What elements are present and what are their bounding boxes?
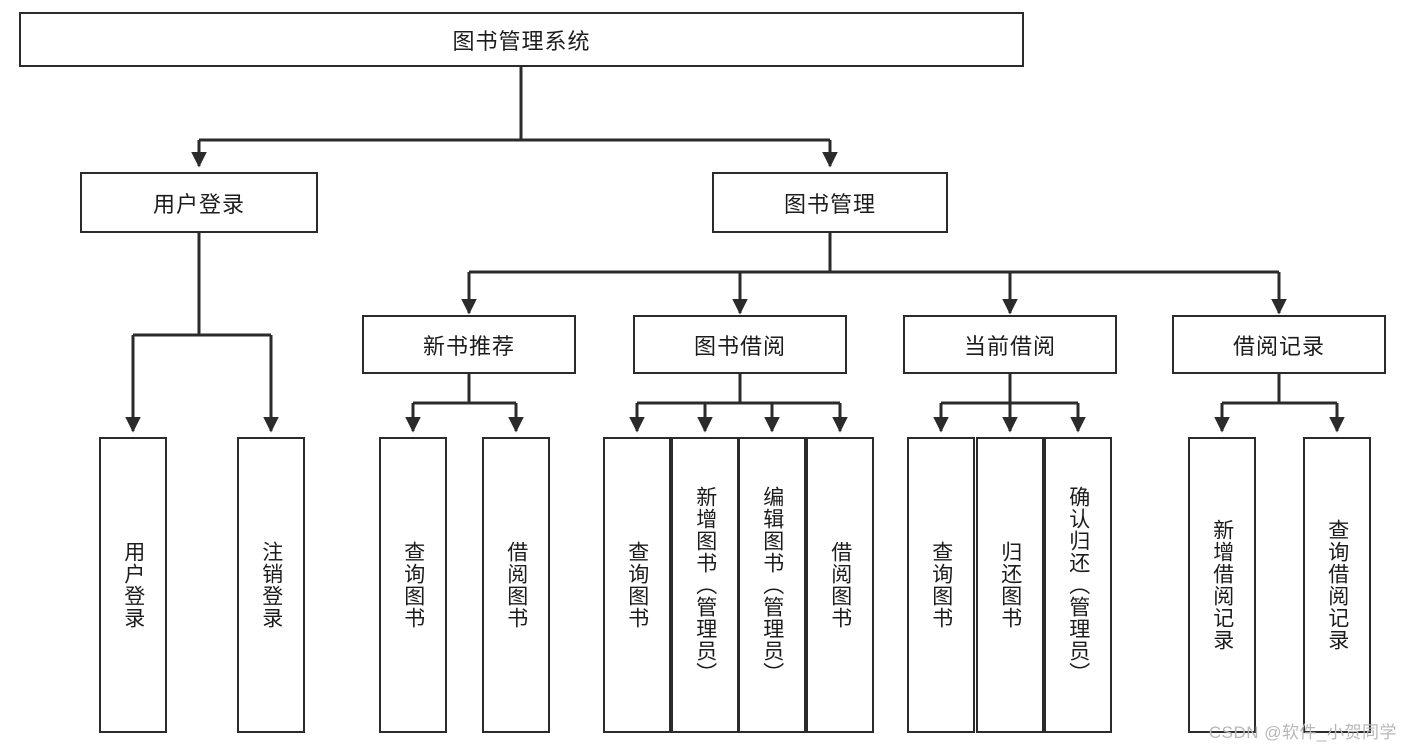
node-leaf-query-book-3-label: 查询图书 xyxy=(929,541,953,629)
node-leaf-query-book-1[interactable]: 查询图书 xyxy=(379,437,447,733)
node-new-book-recommend[interactable]: 新书推荐 xyxy=(362,315,576,374)
node-current-borrow-label: 当前借阅 xyxy=(963,333,1056,359)
node-leaf-confirm-return[interactable]: 确认归还（管理员） xyxy=(1044,437,1112,733)
node-borrow-record[interactable]: 借阅记录 xyxy=(1172,315,1386,374)
node-leaf-return-book[interactable]: 归还图书 xyxy=(976,437,1044,733)
node-leaf-borrow-book-2[interactable]: 借阅图书 xyxy=(806,437,874,733)
node-root[interactable]: 图书管理系统 xyxy=(19,12,1024,67)
node-leaf-edit-book[interactable]: 编辑图书（管理员） xyxy=(738,437,806,733)
node-leaf-user-logout[interactable]: 注销登录 xyxy=(237,437,305,733)
node-leaf-user-login[interactable]: 用户登录 xyxy=(99,437,167,733)
node-leaf-add-record[interactable]: 新增借阅记录 xyxy=(1188,437,1256,733)
node-leaf-query-record[interactable]: 查询借阅记录 xyxy=(1303,437,1371,733)
node-leaf-borrow-book-2-label: 借阅图书 xyxy=(828,541,852,629)
node-book-management-label: 图书管理 xyxy=(783,191,876,217)
node-book-management[interactable]: 图书管理 xyxy=(712,172,948,233)
node-leaf-query-book-1-label: 查询图书 xyxy=(401,541,425,629)
node-leaf-add-book-label: 新增图书（管理员） xyxy=(693,486,717,684)
node-leaf-query-record-label: 查询借阅记录 xyxy=(1325,519,1349,651)
node-leaf-query-book-2-label: 查询图书 xyxy=(625,541,649,629)
node-user-login[interactable]: 用户登录 xyxy=(80,172,318,233)
node-book-borrow-label: 图书借阅 xyxy=(693,333,786,359)
node-leaf-return-book-label: 归还图书 xyxy=(998,541,1022,629)
node-leaf-query-book-2[interactable]: 查询图书 xyxy=(603,437,671,733)
node-leaf-borrow-book-1[interactable]: 借阅图书 xyxy=(482,437,550,733)
node-leaf-user-login-label: 用户登录 xyxy=(121,541,145,629)
node-user-login-label: 用户登录 xyxy=(152,191,245,217)
node-leaf-confirm-return-label: 确认归还（管理员） xyxy=(1066,486,1090,684)
node-leaf-edit-book-label: 编辑图书（管理员） xyxy=(760,486,784,684)
node-current-borrow[interactable]: 当前借阅 xyxy=(903,315,1117,374)
node-new-book-recommend-label: 新书推荐 xyxy=(422,333,515,359)
node-leaf-add-book[interactable]: 新增图书（管理员） xyxy=(671,437,739,733)
node-leaf-add-record-label: 新增借阅记录 xyxy=(1210,519,1234,651)
node-leaf-borrow-book-1-label: 借阅图书 xyxy=(504,541,528,629)
watermark: CSDN @软件_小贺同学 xyxy=(1208,723,1397,742)
node-leaf-query-book-3[interactable]: 查询图书 xyxy=(907,437,975,733)
node-leaf-user-logout-label: 注销登录 xyxy=(259,541,283,629)
node-root-label: 图书管理系统 xyxy=(452,28,591,54)
node-borrow-record-label: 借阅记录 xyxy=(1232,333,1325,359)
node-book-borrow[interactable]: 图书借阅 xyxy=(633,315,847,374)
